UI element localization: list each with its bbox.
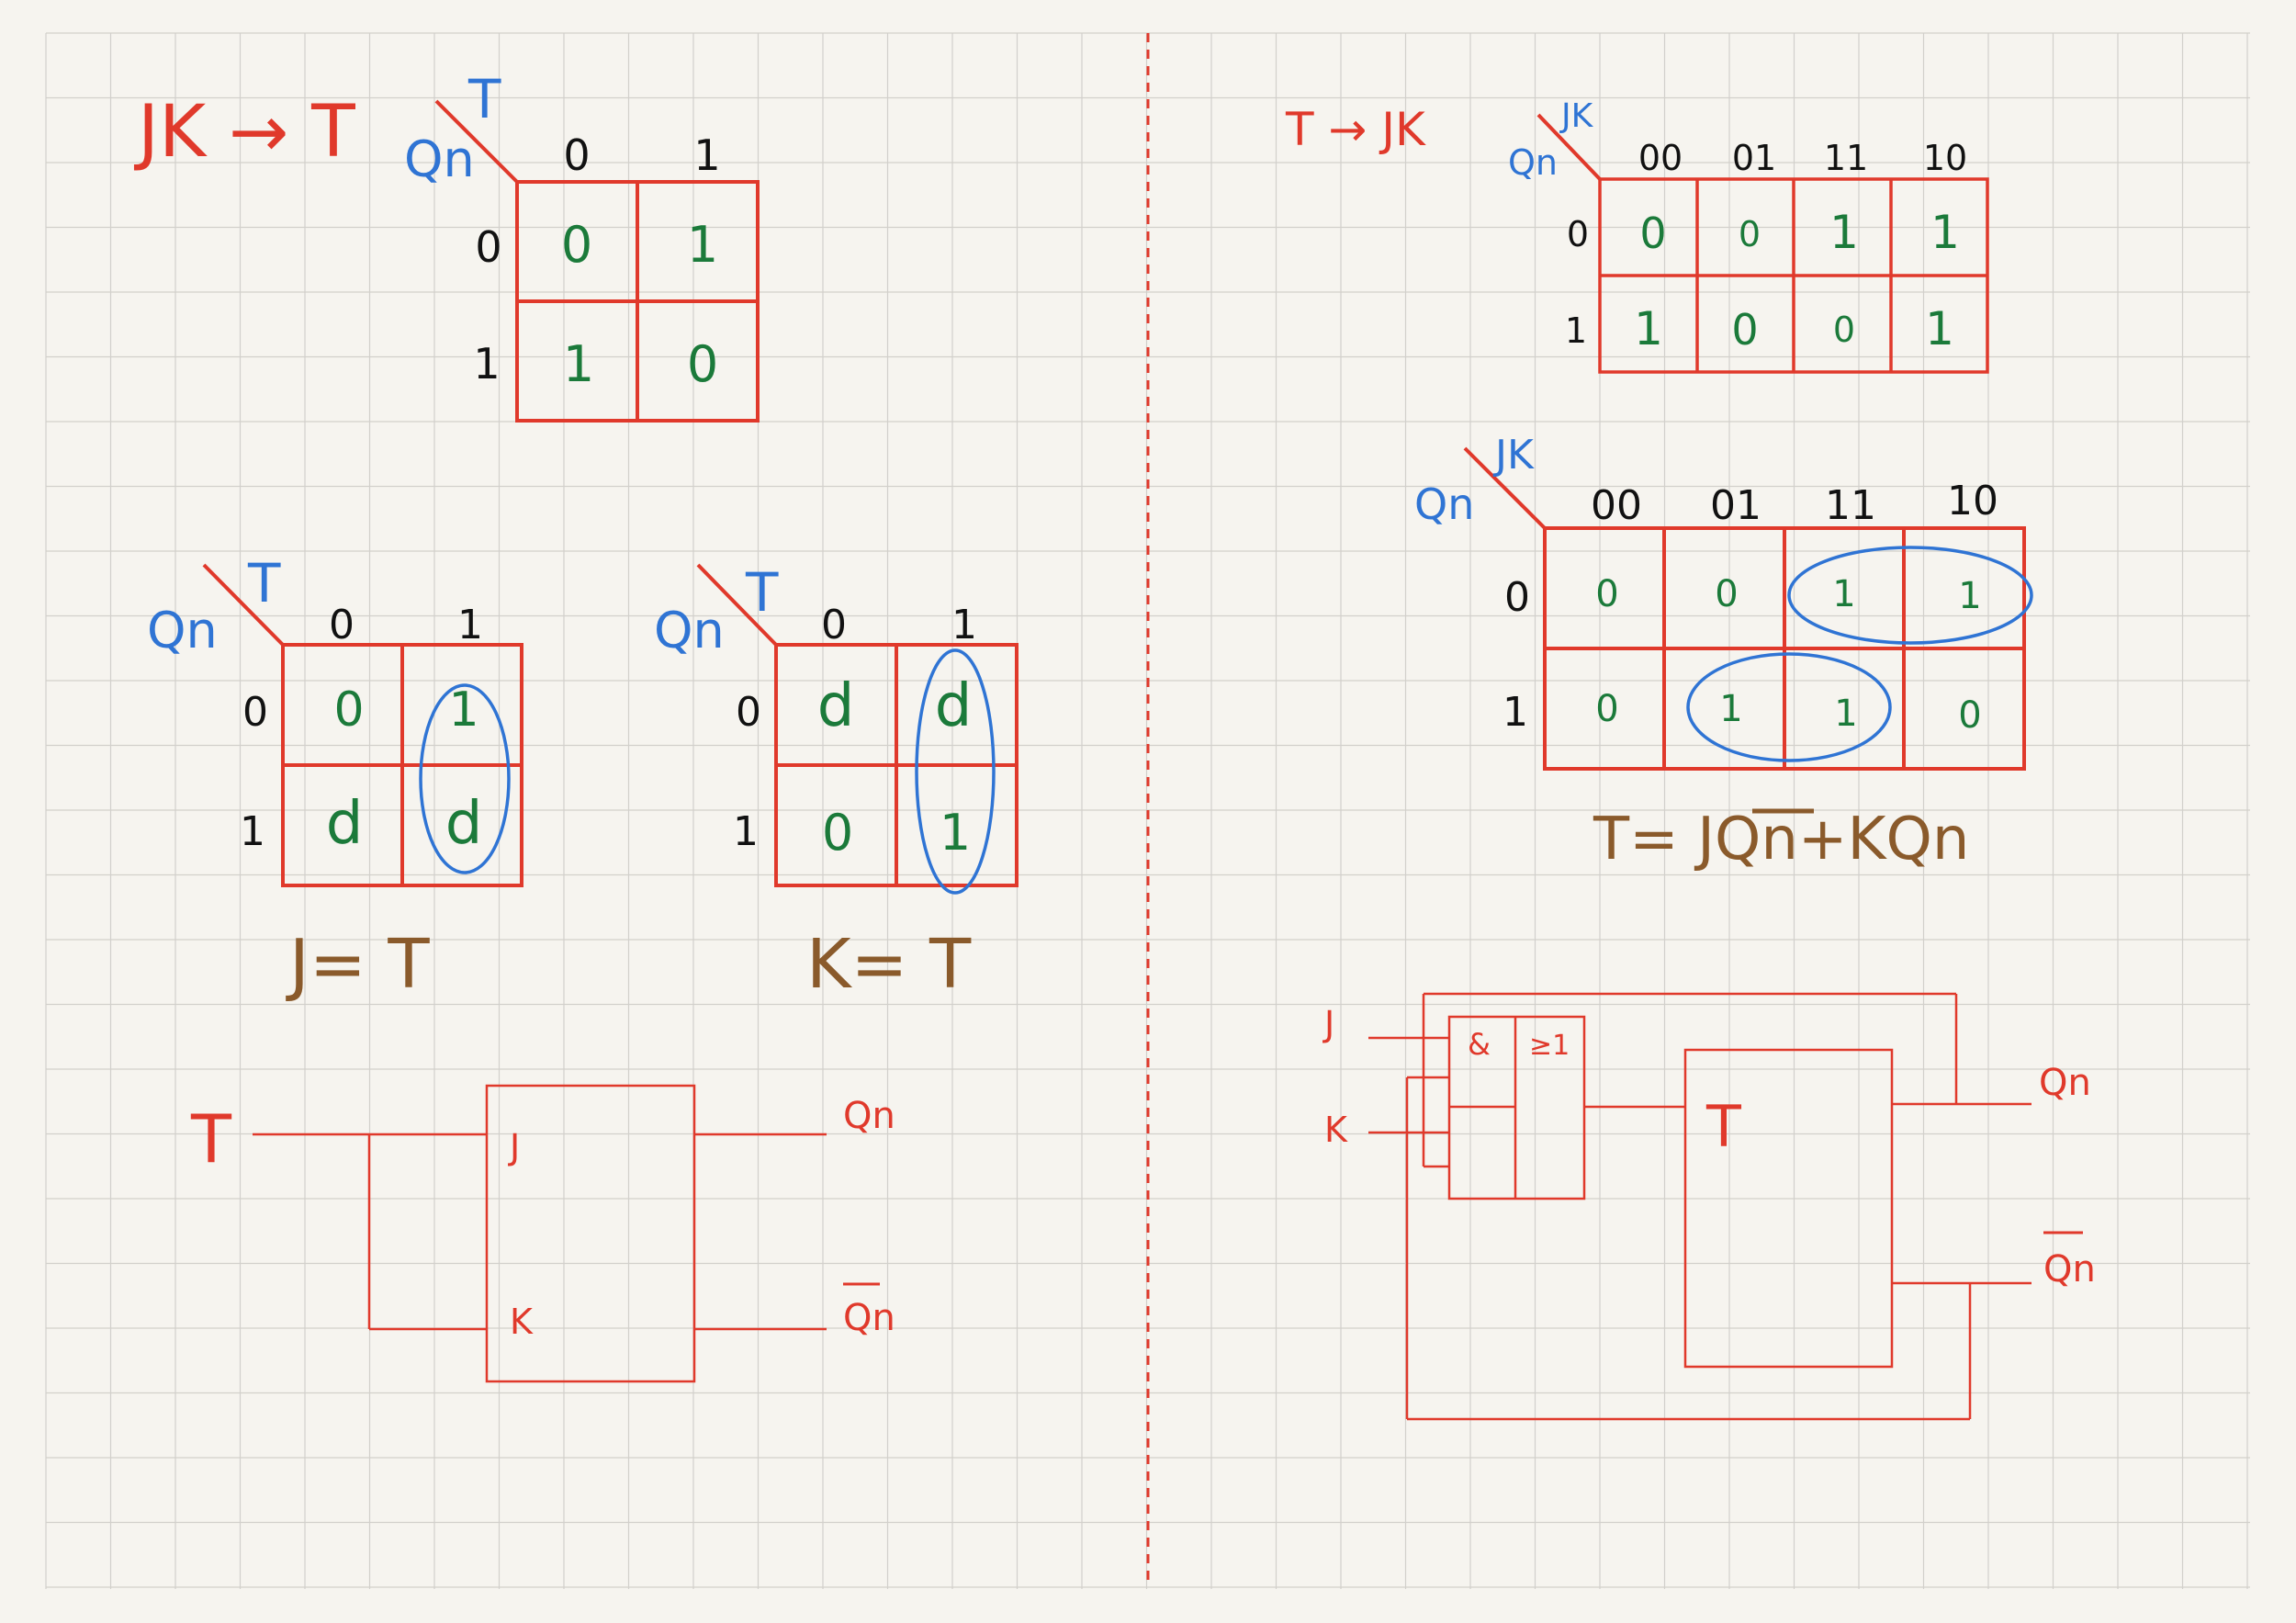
kmap-col-header: 10 bbox=[1947, 478, 1998, 524]
kmap-cell: 0 bbox=[333, 682, 364, 738]
output-q: Qn bbox=[2039, 1062, 2091, 1104]
kmap-col-header: 1 bbox=[457, 602, 483, 648]
output-q-bar: Qn bbox=[843, 1297, 895, 1339]
kmap-col-header: 0 bbox=[563, 130, 590, 180]
kmap-cell: 0 bbox=[822, 804, 853, 862]
output-q: Qn bbox=[843, 1095, 895, 1137]
kmap-cell: 1 bbox=[687, 216, 718, 274]
kmap-cell: 0 bbox=[1731, 305, 1758, 355]
kmap-jk-to-t: T Qn 0 1 0 1 0 1 1 0 bbox=[404, 68, 760, 423]
kmap-row-header: 1 bbox=[1565, 310, 1587, 351]
kmap-cell: 1 bbox=[940, 804, 971, 862]
input-k: K bbox=[1324, 1110, 1348, 1150]
kmap-grouping-loop bbox=[419, 683, 511, 874]
or-gate-symbol: ≥1 bbox=[1529, 1030, 1570, 1062]
kmap-cell: 0 bbox=[1639, 209, 1666, 258]
and-gate-symbol: & bbox=[1468, 1027, 1491, 1062]
kmap-cell: 0 bbox=[687, 335, 718, 393]
kmap-corner-diagonal bbox=[1536, 113, 1602, 181]
kmap-corner-col-label: T bbox=[745, 561, 779, 624]
kmap-cell: 0 bbox=[1833, 310, 1855, 350]
kmap-cell: 1 bbox=[1719, 688, 1742, 730]
kmap-corner-diagonal bbox=[202, 563, 285, 647]
kmap-corner-diagonal bbox=[696, 563, 778, 647]
kmap-cell: 1 bbox=[448, 682, 478, 738]
equation-k: K= T bbox=[806, 925, 972, 1004]
kmap-col-header: 00 bbox=[1591, 482, 1642, 529]
kmap-cell: 0 bbox=[1739, 214, 1761, 254]
kmap-cell: 1 bbox=[1832, 573, 1855, 615]
kmap-cell: 1 bbox=[1958, 575, 1981, 617]
kmap-corner-col-label: T bbox=[467, 68, 501, 130]
kmap-col-header: 11 bbox=[1824, 138, 1868, 178]
circuit-input-t: T bbox=[190, 1100, 232, 1178]
kmap-col-header: 00 bbox=[1638, 138, 1683, 178]
kmap-cell: 0 bbox=[561, 216, 592, 274]
kmap-grouping-loop bbox=[915, 648, 996, 895]
kmap-cell: 1 bbox=[1634, 302, 1663, 355]
kmap-cell: 1 bbox=[1829, 206, 1859, 259]
kmap-col-header: 1 bbox=[951, 602, 977, 648]
kmap-cell: d bbox=[817, 672, 855, 740]
kmap-corner-row-label: Qn bbox=[654, 602, 725, 659]
kmap-cell: 1 bbox=[1834, 693, 1857, 735]
kmap-corner-row-label: Qn bbox=[147, 602, 218, 659]
kmap-col-header: 1 bbox=[693, 130, 720, 180]
kmap-grouping-loop bbox=[1787, 546, 2033, 645]
kmap-corner-row-label: Qn bbox=[1414, 479, 1474, 529]
kmap-corner-row-label: Qn bbox=[404, 130, 475, 188]
equation-t: T= JQn+KQn bbox=[1593, 806, 1969, 873]
kmap-row-header: 1 bbox=[733, 808, 759, 855]
pin-k: K bbox=[510, 1302, 534, 1342]
kmap-col-header: 11 bbox=[1825, 482, 1876, 529]
output-q-bar: Qn bbox=[2043, 1248, 2096, 1291]
kmap-cell: d bbox=[445, 790, 483, 858]
circuit-jk-as-t: T J K Qn Qn bbox=[190, 1084, 895, 1383]
kmap-cell: 1 bbox=[563, 335, 594, 393]
kmap-corner-row-label: Qn bbox=[1508, 142, 1558, 183]
kmap-cell: 0 bbox=[1595, 573, 1618, 615]
kmap-col-header: 10 bbox=[1923, 138, 1967, 178]
kmap-cell: d bbox=[935, 672, 973, 740]
ff-label-t: T bbox=[1705, 1093, 1742, 1160]
kmap-corner-col-label: JK bbox=[1492, 432, 1535, 479]
kmap-t-to-jk-solution: JK Qn 00 01 11 10 0 1 0 0 1 1 0 1 1 0 T=… bbox=[1414, 432, 2033, 873]
kmap-corner-diagonal bbox=[1463, 446, 1547, 530]
kmap-cell: 0 bbox=[1595, 688, 1618, 730]
kmap-col-header: 01 bbox=[1732, 138, 1776, 178]
kmap-row-header: 0 bbox=[1567, 214, 1589, 254]
kmap-row-header: 0 bbox=[242, 689, 268, 736]
circuit-t-as-jk: J K & ≥1 T Qn Qn bbox=[1322, 992, 2096, 1421]
right-title: T → JK bbox=[1285, 103, 1426, 156]
kmap-row-header: 0 bbox=[736, 689, 761, 736]
kmap-corner-col-label: JK bbox=[1559, 97, 1594, 135]
kmap-corner-diagonal bbox=[434, 99, 519, 184]
kmap-j: T Qn 0 1 0 1 0 1 d d J= T bbox=[147, 552, 523, 1004]
kmap-col-header: 01 bbox=[1710, 482, 1761, 529]
kmap-col-header: 0 bbox=[821, 602, 847, 648]
equation-j: J= T bbox=[286, 925, 430, 1004]
kmap-t-to-jk-truth: JK Qn 00 01 11 10 0 1 0 0 1 1 1 0 0 1 bbox=[1508, 97, 1989, 374]
kmap-cell: 1 bbox=[1925, 302, 1954, 355]
kmap-k: T Qn 0 1 0 1 d d 0 1 K= T bbox=[654, 561, 1019, 1004]
kmap-cell: 0 bbox=[1715, 573, 1738, 615]
kmap-col-header: 0 bbox=[329, 602, 355, 648]
kmap-cell: 0 bbox=[1958, 694, 1981, 737]
input-j: J bbox=[1322, 1004, 1334, 1044]
kmap-cell: d bbox=[326, 790, 364, 858]
kmap-corner-col-label: T bbox=[247, 552, 281, 614]
t-flip-flop-box bbox=[1683, 1048, 1894, 1369]
kmap-row-header: 1 bbox=[473, 339, 500, 389]
kmap-row-header: 0 bbox=[1504, 574, 1530, 621]
kmap-row-header: 0 bbox=[475, 222, 501, 272]
left-title: JK → T bbox=[133, 91, 355, 174]
kmap-cell: 1 bbox=[1930, 206, 1960, 259]
kmap-row-header: 1 bbox=[1503, 689, 1528, 736]
kmap-row-header: 1 bbox=[240, 808, 265, 855]
kmap-grouping-loop bbox=[1686, 652, 1892, 762]
jk-flip-flop-box bbox=[485, 1084, 696, 1383]
pin-j: J bbox=[508, 1127, 520, 1167]
